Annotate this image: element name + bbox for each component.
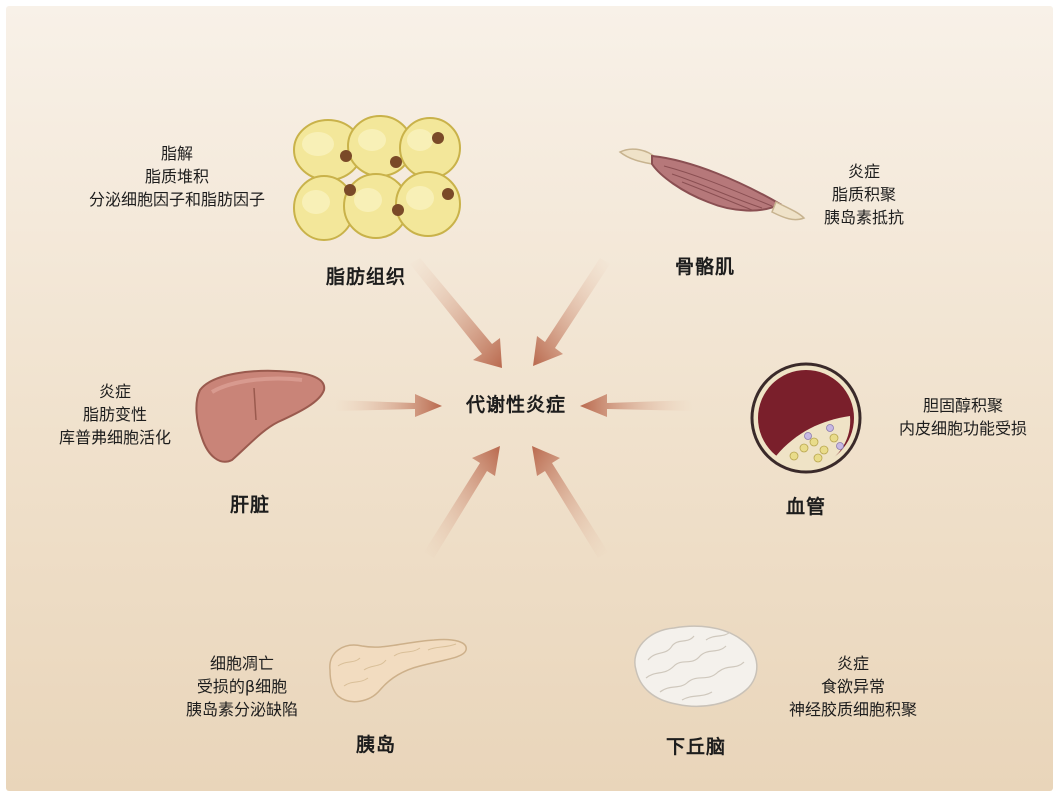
effect-item: 胰岛素分泌缺陷	[162, 698, 322, 721]
effect-item: 炎症	[804, 160, 924, 183]
effect-item: 受损的β细胞	[162, 675, 322, 698]
center-label: 代谢性炎症	[436, 390, 596, 417]
effect-item: 分泌细胞因子和脂肪因子	[52, 188, 302, 211]
effect-item: 炎症	[40, 380, 190, 403]
islet-effects: 细胞凋亡 受损的β细胞 胰岛素分泌缺陷	[162, 652, 322, 721]
muscle-effects: 炎症 脂质积聚 胰岛素抵抗	[804, 160, 924, 229]
adipose-effects: 脂解 脂质堆积 分泌细胞因子和脂肪因子	[52, 142, 302, 211]
vessel-name: 血管	[766, 492, 846, 519]
arrow-liver	[334, 394, 442, 417]
arrow-islet	[424, 446, 500, 558]
liver-name: 肝脏	[210, 490, 290, 517]
diagram-canvas: 代谢性炎症 脂解 脂质堆积 分泌细胞因	[6, 6, 1053, 791]
muscle-illustration	[612, 142, 812, 232]
effect-item: 胆固醇积聚	[882, 394, 1044, 417]
effect-item: 脂解	[52, 142, 302, 165]
effect-item: 神经胶质细胞积聚	[768, 698, 938, 721]
arrow-vessel	[580, 394, 694, 417]
vessel-effects: 胆固醇积聚 内皮细胞功能受损	[882, 394, 1044, 440]
liver-effects: 炎症 脂肪变性 库普弗细胞活化	[40, 380, 190, 449]
adipose-name: 脂肪组织	[306, 262, 426, 289]
pancreas-illustration	[324, 630, 474, 710]
effect-item: 内皮细胞功能受损	[882, 417, 1044, 440]
effect-item: 炎症	[768, 652, 938, 675]
muscle-name: 骨骼肌	[650, 252, 760, 279]
brain-illustration	[626, 620, 766, 716]
effect-item: 脂肪变性	[40, 403, 190, 426]
effect-item: 食欲异常	[768, 675, 938, 698]
effect-item: 脂质积聚	[804, 183, 924, 206]
arrow-muscle	[533, 258, 610, 366]
islet-name: 胰岛	[336, 730, 416, 757]
arrow-hypothalamus	[532, 446, 608, 558]
liver-illustration	[192, 366, 332, 466]
hypothalamus-name: 下丘脑	[646, 732, 746, 759]
effect-item: 库普弗细胞活化	[40, 426, 190, 449]
effect-item: 胰岛素抵抗	[804, 206, 924, 229]
vessel-illustration	[746, 358, 866, 478]
hypothalamus-effects: 炎症 食欲异常 神经胶质细胞积聚	[768, 652, 938, 721]
effect-item: 细胞凋亡	[162, 652, 322, 675]
effect-item: 脂质堆积	[52, 165, 302, 188]
fat-cells-illustration	[288, 110, 468, 250]
